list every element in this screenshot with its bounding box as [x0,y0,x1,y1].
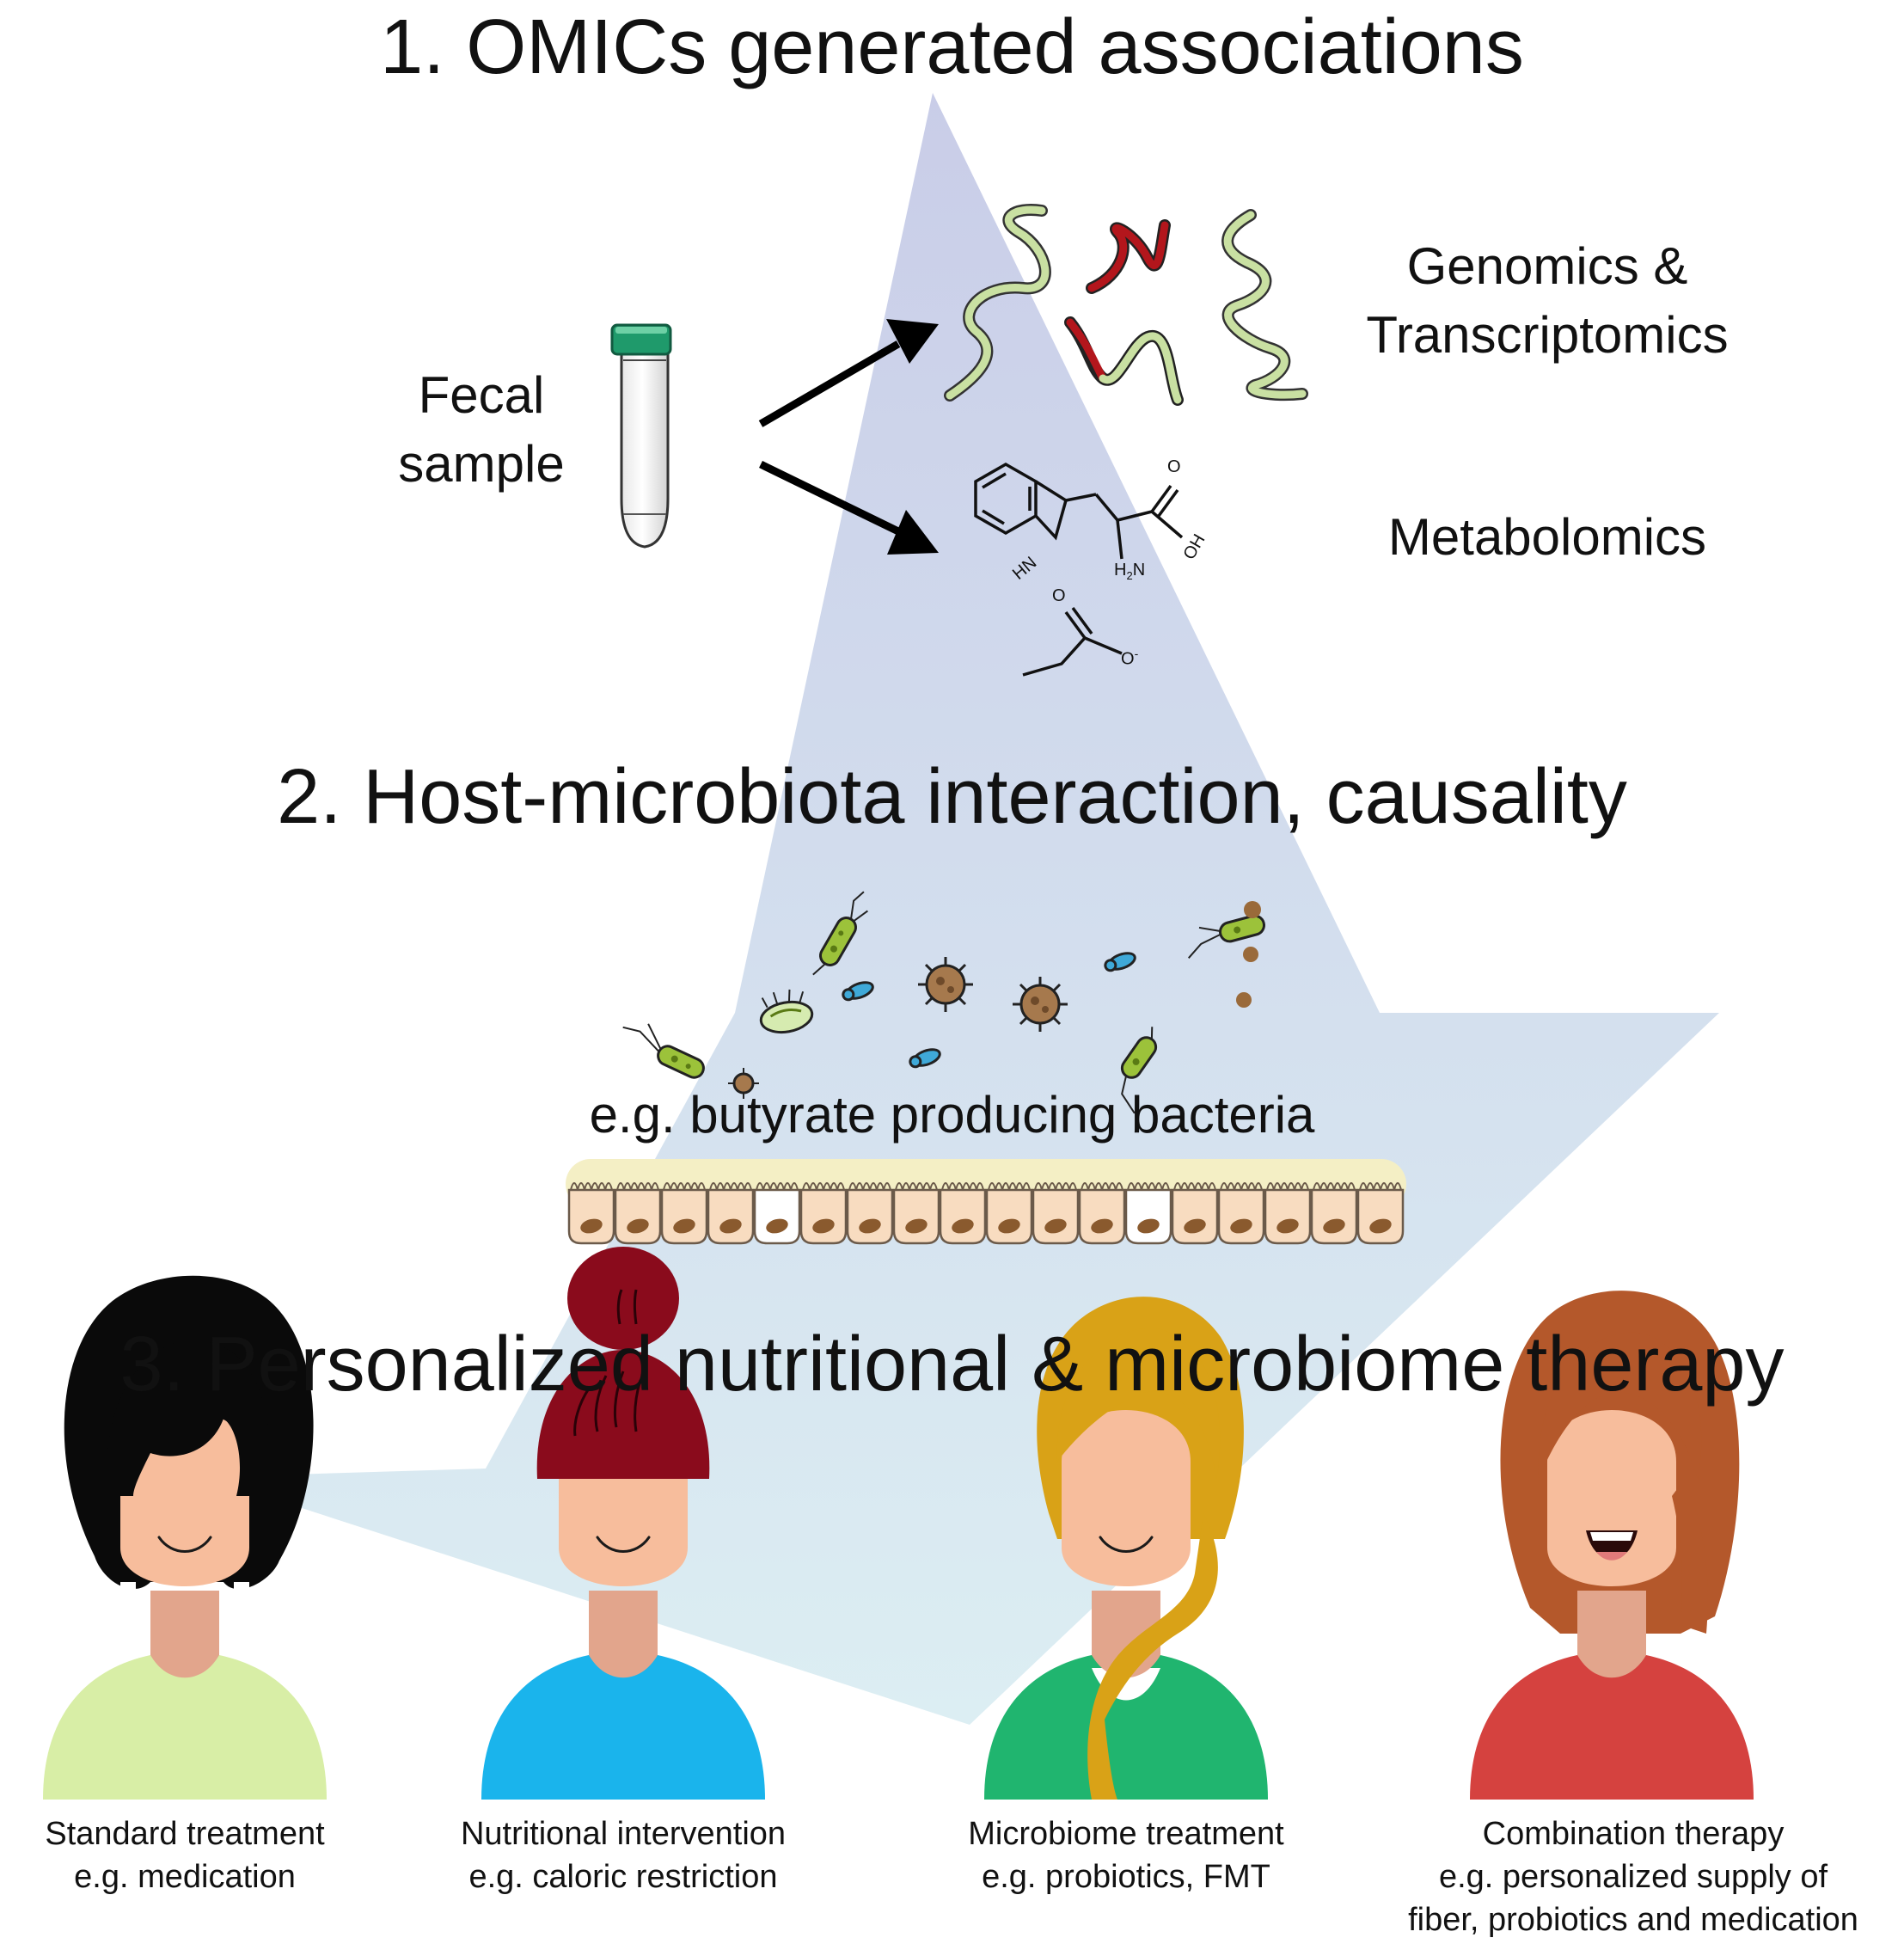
therapy-nutritional-line-1: Nutritional intervention [460,1816,787,1852]
genomics-line-2: Transcriptomics [1366,306,1729,364]
metabolomics-label: Metabolomics [1387,508,1707,566]
epithelial-cell [1171,1181,1219,1245]
therapy-standard-line-2: e.g. medication [74,1859,296,1895]
epithelial-cell [707,1181,755,1245]
epithelial-cell [1264,1181,1312,1245]
epithelial-cell [753,1181,801,1245]
atom-h2n-h: H [1114,561,1127,579]
fecal-sample-line-2: sample [398,435,565,493]
heading-step-2: 2. Host-microbiota interaction, causalit… [277,754,1627,840]
fecal-sample-label: Fecal sample [361,361,602,499]
epithelial-cell [799,1181,848,1245]
atom-o-minus-charge: - [1134,647,1139,660]
epithelial-cell [985,1181,1033,1245]
person-nutritional-icon [481,1247,765,1800]
therapy-combination-line-2: e.g. personalized supply of [1438,1859,1828,1895]
epithelial-cell [1356,1181,1405,1245]
person-microbiome-icon [984,1297,1268,1800]
genomics-line-1: Genomics & [1406,237,1688,295]
epithelial-cell [1032,1181,1080,1245]
therapy-caption-standard: Standard treatment e.g. medication [13,1812,357,1898]
therapy-caption-nutritional: Nutritional intervention e.g. caloric re… [425,1812,821,1898]
therapy-standard-line-1: Standard treatment [45,1816,325,1852]
heading-step-1: 1. OMICs generated associations [380,4,1524,90]
atom-o-minus: O- [1121,647,1138,670]
fecal-sample-line-1: Fecal [418,366,545,424]
propionate-molecule-icon [1022,606,1123,677]
epithelial-cell [567,1181,615,1245]
heading-step-3: 3. Personalized nutritional & microbiome… [119,1321,1785,1407]
atom-o-propionate: O [1052,586,1066,605]
therapy-combination-line-3: fiber, probiotics and medication [1408,1902,1858,1938]
arrow-to-genomics-icon [758,319,939,427]
tryptophan-molecule-icon [974,462,1184,560]
gut-epithelium-icon [566,1159,1406,1245]
person-combination-icon [1470,1291,1754,1800]
epithelial-cell [1124,1181,1172,1245]
atom-h2n-sub: 2 [1126,569,1133,582]
bacteria-cluster-icon [622,891,1265,1114]
therapy-nutritional-line-2: e.g. caloric restriction [468,1859,778,1895]
epithelial-cell [846,1181,894,1245]
atom-h2n-n: N [1132,561,1146,579]
therapy-microbiome-line-1: Microbiome treatment [968,1816,1284,1852]
epithelial-cell [1217,1181,1265,1245]
therapy-caption-microbiome: Microbiome treatment e.g. probiotics, FM… [928,1812,1324,1898]
epithelial-cell [1078,1181,1126,1245]
epithelial-cell [660,1181,708,1245]
atom-h2n: H2N [1114,561,1145,582]
epithelial-cell [1310,1181,1358,1245]
epithelial-cell [939,1181,987,1245]
atom-o-carbonyl: O [1167,457,1181,476]
therapy-microbiome-line-2: e.g. probiotics, FMT [982,1859,1270,1895]
arrow-to-metabolomics-icon [759,460,939,555]
dna-strands-icon [944,204,1308,406]
person-standard-icon [43,1275,327,1800]
fecal-sample-tube-icon [610,323,672,549]
epithelial-cell [614,1181,662,1245]
bacteria-label: e.g. butyrate producing bacteria [589,1086,1315,1144]
genomics-label: Genomics & Transcriptomics [1324,232,1771,370]
epithelial-cell [892,1181,940,1245]
atom-o-minus-o: O [1121,649,1135,669]
therapy-caption-combination: Combination therapy e.g. personalized su… [1375,1812,1891,1941]
therapy-combination-line-1: Combination therapy [1482,1816,1785,1852]
